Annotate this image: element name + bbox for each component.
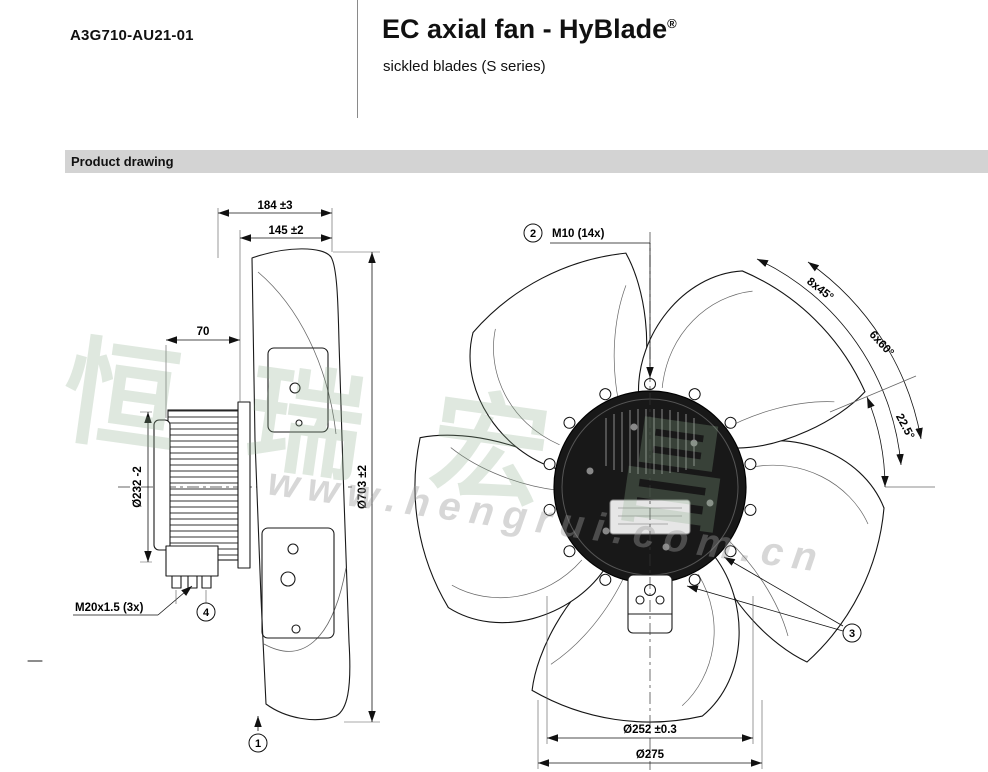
callout-4: 4	[196, 602, 216, 622]
hub-screw	[662, 543, 670, 551]
side-view-dimensions: 184 ±3 145 ±2 70 Ø232 -2 Ø703 ±2 M20x1.5…	[73, 200, 380, 753]
callout-2: 2	[523, 223, 543, 243]
dim-hub-diameter: Ø275	[636, 749, 665, 761]
hub-screw	[586, 467, 594, 475]
callout-2-number: 2	[530, 228, 536, 240]
callout-3: 3	[842, 623, 862, 643]
callout-1: 1	[248, 733, 268, 753]
callout-4-number: 4	[203, 607, 210, 619]
dim-depth-blade: 145 ±2	[268, 225, 303, 237]
part-number: A3G710-AU21-01	[70, 27, 194, 44]
callout-1-number: 1	[255, 738, 261, 750]
cable-gland	[187, 575, 198, 589]
dim-angle-22-5: 22.5°	[893, 412, 916, 442]
motor-heatsink	[167, 409, 239, 561]
section-bar-label: Product drawing	[71, 154, 174, 169]
section-bar: Product drawing	[65, 150, 988, 173]
hub-screw	[630, 423, 638, 431]
page-title-text: EC axial fan - HyBlade	[382, 14, 668, 44]
hub-screw	[690, 439, 698, 447]
dim-depth-total: 184 ±3	[257, 200, 292, 212]
dim-bolt-circle: Ø252 ±0.3	[623, 724, 677, 736]
front-view-object	[357, 207, 890, 770]
cable-gland	[201, 575, 212, 589]
dim-angle-6x60: 6x60°	[867, 329, 897, 360]
header-divider	[357, 0, 358, 118]
registered-mark: ®	[667, 16, 677, 31]
terminal-box	[165, 545, 219, 577]
dim-motor-depth: 70	[197, 326, 210, 338]
label-cable-gland: M20x1.5 (3x)	[75, 602, 144, 614]
dim-motor-diameter: Ø232 -2	[132, 466, 144, 508]
label-bolt-size: M10 (14x)	[552, 228, 605, 240]
hub-screw	[602, 527, 610, 535]
page-title: EC axial fan - HyBlade®	[382, 14, 677, 45]
hub-screw	[706, 499, 714, 507]
cable-gland	[171, 575, 182, 589]
page-subtitle: sickled blades (S series)	[383, 58, 546, 75]
side-view-object	[27, 248, 352, 721]
dim-fan-diameter: Ø703 ±2	[357, 465, 369, 509]
hub-cooling-fins	[605, 409, 695, 474]
callout-3-number: 3	[849, 628, 855, 640]
